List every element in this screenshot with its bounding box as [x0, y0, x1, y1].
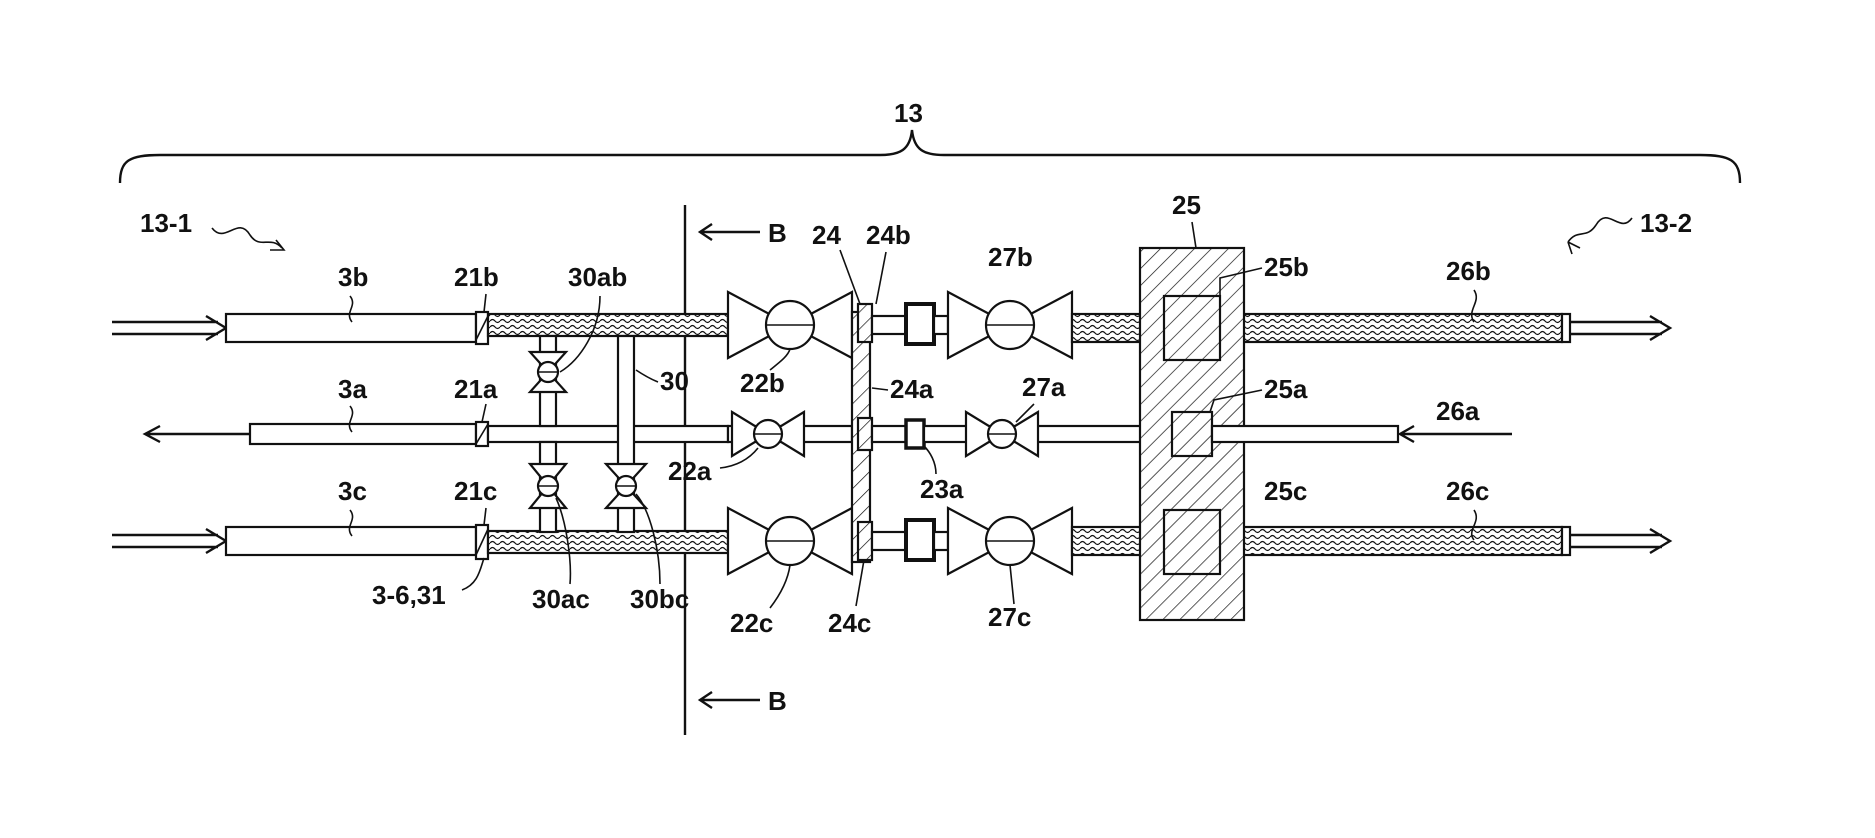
leader-24c	[856, 560, 864, 606]
label-26b: 26b	[1446, 256, 1491, 286]
coupler-b	[872, 316, 906, 334]
leader-24b	[876, 252, 886, 304]
block-25c	[1164, 510, 1220, 574]
pipe-a-mid	[488, 426, 728, 442]
label-30ac: 30ac	[532, 584, 590, 614]
plate-24b	[858, 304, 872, 342]
leader-25	[1192, 222, 1196, 248]
leader-27c	[1010, 565, 1014, 604]
label-25: 25	[1172, 190, 1201, 220]
label-21b: 21b	[454, 262, 499, 292]
valve-30ac	[530, 442, 566, 532]
hose-b-left	[488, 314, 728, 336]
squiggle-13-2-arrow	[1568, 242, 1580, 254]
coupler-23a	[906, 420, 924, 448]
label-23a: 23a	[920, 474, 964, 504]
label-27a: 27a	[1022, 372, 1066, 402]
leader-22c	[770, 565, 790, 608]
label-24: 24	[812, 220, 841, 250]
label-3b: 3b	[338, 262, 368, 292]
pipe-3c	[226, 527, 476, 555]
inlet-arrow-3b	[112, 316, 226, 340]
leader-24a	[872, 388, 888, 390]
block-25a	[1172, 412, 1212, 456]
outlet-arrow-26c	[1570, 529, 1670, 553]
label-26c: 26c	[1446, 476, 1489, 506]
hose-26b-end	[1562, 314, 1570, 342]
label-21c: 21c	[454, 476, 497, 506]
valve-22c	[728, 508, 852, 574]
coupler-c-body	[906, 520, 934, 560]
label-3c: 3c	[338, 476, 367, 506]
leader-21c	[484, 508, 486, 525]
label-30ab: 30ab	[568, 262, 627, 292]
label-27b: 27b	[988, 242, 1033, 272]
label-24c: 24c	[828, 608, 871, 638]
coupler-a-link	[872, 426, 906, 442]
valve-27b	[934, 292, 1072, 358]
label-22c: 22c	[730, 608, 773, 638]
leader-3-6-31	[462, 558, 484, 590]
label-3-6-31: 3-6,31	[372, 580, 446, 610]
label-24a: 24a	[890, 374, 934, 404]
label-30bc: 30bc	[630, 584, 689, 614]
label-24b: 24b	[866, 220, 911, 250]
plate-24a-part	[858, 418, 872, 450]
label-27c: 27c	[988, 602, 1031, 632]
block-25b	[1164, 296, 1220, 360]
label-25a: 25a	[1264, 374, 1308, 404]
valve-30ab	[530, 336, 566, 426]
leader-21b	[484, 294, 486, 312]
squiggle-13-1	[212, 228, 282, 248]
hose-c-left	[488, 531, 728, 553]
pipe-3a	[250, 424, 476, 444]
inlet-arrow-3c	[112, 529, 226, 553]
label-21a: 21a	[454, 374, 498, 404]
section-arrow-bottom	[700, 692, 760, 708]
leader-30	[636, 370, 658, 382]
label-22b: 22b	[740, 368, 785, 398]
label-b-top: B	[768, 218, 787, 248]
label-26a: 26a	[1436, 396, 1480, 426]
valve-22a	[728, 412, 852, 456]
section-arrow-top	[700, 224, 760, 240]
pipe-a-right	[1212, 426, 1398, 442]
label-22a: 22a	[668, 456, 712, 486]
label-3a: 3a	[338, 374, 367, 404]
coupler-b-body	[906, 304, 934, 344]
plate-24c	[858, 522, 872, 560]
valve-27c	[934, 508, 1072, 574]
label-25b: 25b	[1264, 252, 1309, 282]
coupler-c	[872, 532, 906, 550]
leader-22b	[770, 349, 790, 370]
outlet-arrow-3a	[145, 426, 250, 442]
outlet-arrow-26b	[1570, 316, 1670, 340]
pipe-3b	[226, 314, 476, 342]
squiggle-13-2	[1568, 218, 1632, 242]
valve-22b	[728, 292, 852, 358]
label-13-2: 13-2	[1640, 208, 1692, 238]
squiggle-13-1-arrow	[270, 240, 284, 250]
inlet-arrow-26a	[1400, 426, 1512, 442]
label-25c: 25c	[1264, 476, 1307, 506]
label-13-1: 13-1	[140, 208, 192, 238]
label-b-bottom: B	[768, 686, 787, 716]
label-30: 30	[660, 366, 689, 396]
leader-21a	[482, 404, 486, 422]
label-13: 13	[894, 98, 923, 128]
hose-26c-end	[1562, 527, 1570, 555]
leader-23a	[924, 446, 936, 474]
assembly-brace	[120, 130, 1740, 183]
